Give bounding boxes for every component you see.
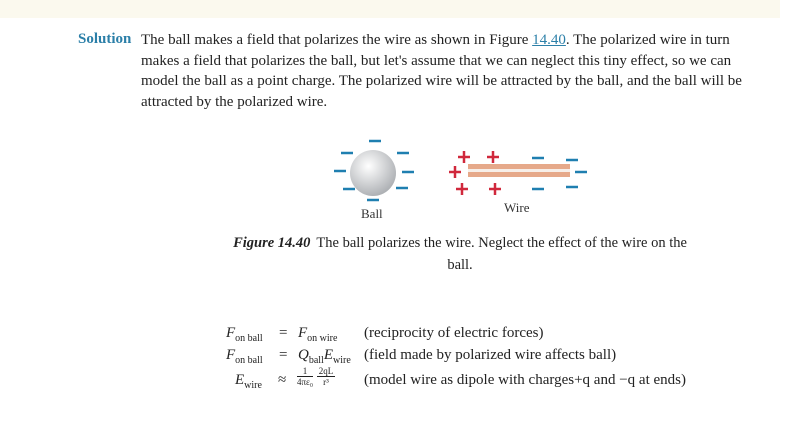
top-bar [0,0,780,18]
caption-label: Figure 14.40 [233,235,311,251]
eq-note: (reciprocity of electric forces) [364,325,544,341]
text: The ball makes a field that polarizes th… [141,32,533,48]
wire [468,164,570,169]
equation-1: Fon ball [226,325,263,344]
text: . The polarized wire in turn makes a fie… [141,32,742,111]
eq-op: = [279,325,288,341]
wire-plus-charges [449,151,501,195]
ball [350,150,396,196]
eq-rhs: Fon wire [298,325,338,344]
solution-label: Solution [78,31,132,47]
wire-label: Wire [504,200,530,215]
wire-minus-charges [532,156,587,191]
caption-text: The ball polarizes the wire. Neglect the… [316,235,687,273]
equation-2: Fon ball [226,347,263,366]
ball-minus-charges [334,139,414,202]
eq-note: (field made by polarized wire affects ba… [364,347,617,363]
equation-3: Ewire [235,372,262,391]
figure-caption: Figure 14.40 The ball polarizes the wire.… [225,232,695,276]
eq-rhs: QballEwire [298,347,351,366]
eq-note: (model wire as dipole with charges+q and… [364,372,686,388]
ball-label: Ball [361,206,383,221]
solution-paragraph: The ball makes a field that polarizes th… [141,30,756,113]
eq-op: ≈ [278,372,287,388]
eq-op: = [279,347,288,363]
figure-link[interactable]: 14.40 [532,32,566,48]
